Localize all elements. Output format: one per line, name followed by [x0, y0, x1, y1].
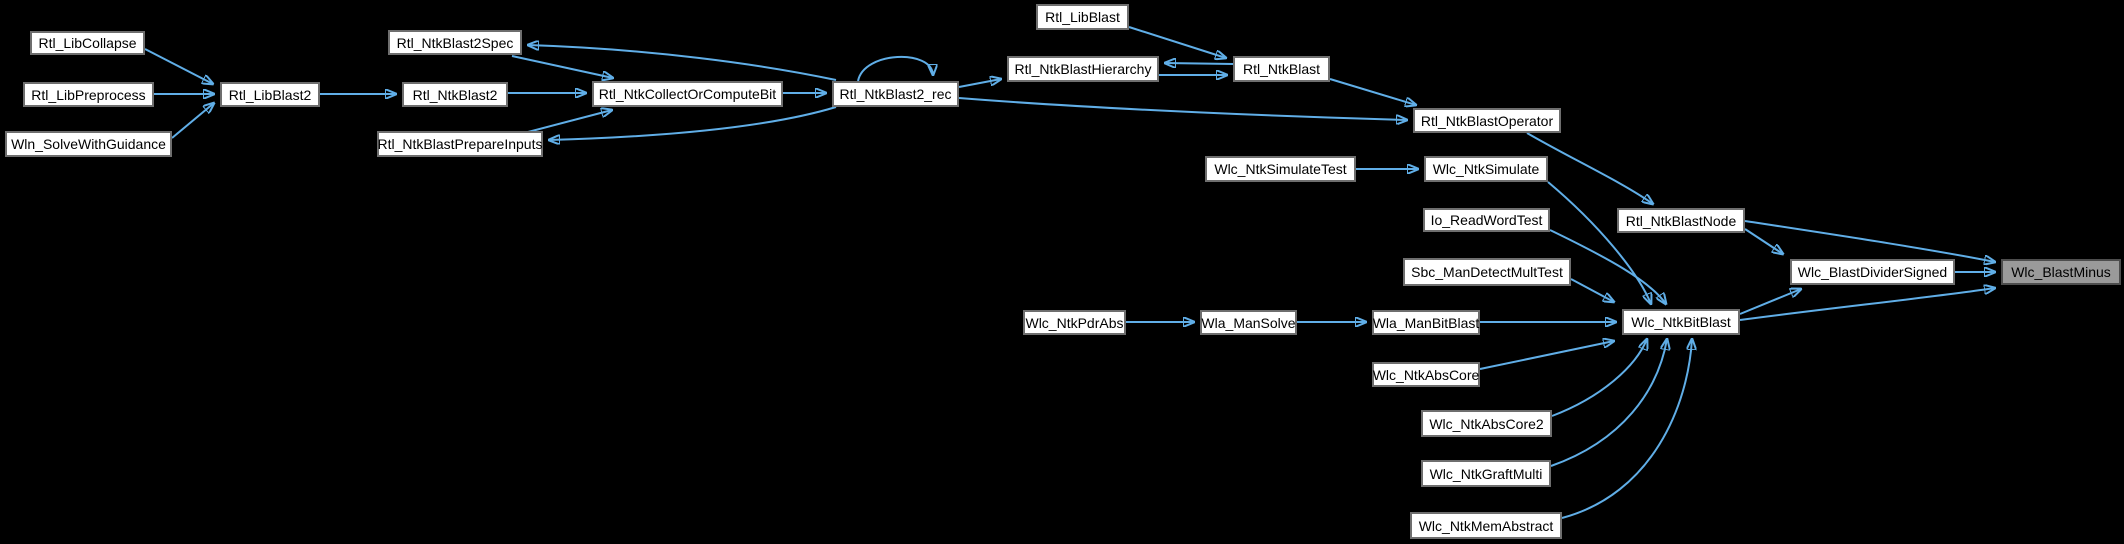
edge-rtl_ntkblastprepareinputs-to-rtl_ntkcollectorcomputebit — [527, 110, 612, 133]
graph-node-wlc_blastminus: Wlc_BlastMinus — [2001, 259, 2121, 285]
edge-sbc_mandetectmulttest-to-wlc_ntkbitblast — [1570, 278, 1614, 302]
edge-wln_solvewithguidance-to-rtl_libblast2 — [171, 103, 214, 139]
graph-node-rtl_ntkblastnode[interactable]: Rtl_NtkBlastNode — [1617, 208, 1745, 233]
edge-rtl_ntkblast-to-rtl_ntkblastoperator — [1329, 78, 1416, 105]
graph-node-wla_manbitblast[interactable]: Wla_ManBitBlast — [1372, 310, 1480, 335]
graph-node-sbc_mandetectmulttest[interactable]: Sbc_ManDetectMultTest — [1403, 258, 1571, 286]
graph-node-rtl_ntkblast2spec[interactable]: Rtl_NtkBlast2Spec — [388, 30, 522, 55]
graph-node-rtl_libcollapse[interactable]: Rtl_LibCollapse — [30, 31, 145, 55]
graph-node-wlc_ntkgraftmulti[interactable]: Wlc_NtkGraftMulti — [1421, 460, 1551, 487]
edge-io_readwordtest-to-wlc_ntkbitblast — [1549, 229, 1666, 304]
edge-rtl_ntkblast2_rec-to-rtl_ntkblast2_rec — [857, 56, 933, 82]
graph-node-wlc_ntksimulate[interactable]: Wlc_NtkSimulate — [1424, 156, 1548, 182]
edge-rtl_libcollapse-to-rtl_libblast2 — [144, 48, 213, 84]
edge-rtl_ntkblastnode-to-wlc_blastminus — [1744, 220, 1995, 262]
graph-node-rtl_ntkblast[interactable]: Rtl_NtkBlast — [1233, 56, 1330, 82]
edge-wlc_ntkabscore-to-wlc_ntkbitblast — [1479, 341, 1614, 370]
edge-rtl_ntkblast2_rec-to-rtl_ntkblastoperator — [958, 97, 1407, 120]
edge-rtl_libblast-to-rtl_ntkblast — [1128, 26, 1226, 58]
graph-node-wlc_ntkpdrabs[interactable]: Wlc_NtkPdrAbs — [1023, 310, 1126, 335]
graph-node-rtl_ntkblasthierarchy[interactable]: Rtl_NtkBlastHierarchy — [1007, 56, 1159, 82]
graph-node-wlc_ntkmemabstract[interactable]: Wlc_NtkMemAbstract — [1410, 512, 1562, 539]
graph-node-rtl_ntkcollectorcomputebit[interactable]: Rtl_NtkCollectOrComputeBit — [592, 81, 783, 107]
edge-rtl_ntkblastoperator-to-rtl_ntkblastnode — [1526, 132, 1653, 204]
edge-rtl_ntkblast-to-rtl_ntkblasthierarchy — [1165, 63, 1234, 64]
graph-node-rtl_ntkblastprepareinputs[interactable]: Rtl_NtkBlastPrepareInputs — [377, 131, 543, 157]
graph-node-wlc_blastdividersigned[interactable]: Wlc_BlastDividerSigned — [1790, 259, 1955, 285]
graph-node-wln_solvewithguidance[interactable]: Wln_SolveWithGuidance — [5, 131, 172, 157]
edge-wlc_ntkgraftmulti-to-wlc_ntkbitblast — [1550, 339, 1667, 467]
edge-wlc_ntkabscore2-to-wlc_ntkbitblast — [1551, 339, 1647, 417]
graph-node-rtl_libpreprocess[interactable]: Rtl_LibPreprocess — [23, 82, 154, 107]
graph-node-wlc_ntksimulatetest[interactable]: Wlc_NtkSimulateTest — [1205, 156, 1356, 182]
graph-node-wlc_ntkabscore2[interactable]: Wlc_NtkAbsCore2 — [1421, 410, 1552, 437]
edge-wlc_ntkbitblast-to-wlc_blastdividersigned — [1739, 289, 1801, 315]
graph-node-rtl_libblast2[interactable]: Rtl_LibBlast2 — [220, 82, 320, 107]
edge-wlc_ntksimulate-to-wlc_ntkbitblast — [1547, 181, 1651, 304]
edge-rtl_ntkblast2_rec-to-rtl_ntkblastprepareinputs — [549, 106, 837, 140]
graph-node-wlc_ntkbitblast[interactable]: Wlc_NtkBitBlast — [1622, 309, 1740, 335]
edge-rtl_ntkblast2spec-to-rtl_ntkcollectorcomputebit — [511, 55, 613, 78]
edge-wlc_ntkbitblast-to-wlc_blastminus — [1739, 288, 1995, 321]
graph-node-rtl_libblast[interactable]: Rtl_LibBlast — [1036, 4, 1129, 30]
graph-node-wla_mansolve[interactable]: Wla_ManSolve — [1200, 310, 1297, 335]
edge-rtl_ntkblast2_rec-to-rtl_ntkblast2spec — [528, 45, 837, 81]
graph-node-wlc_ntkabscore[interactable]: Wlc_NtkAbsCore — [1372, 362, 1480, 387]
graph-node-rtl_ntkblast2_rec[interactable]: Rtl_NtkBlast2_rec — [832, 81, 959, 107]
graph-node-io_readwordtest[interactable]: Io_ReadWordTest — [1423, 208, 1550, 232]
edge-rtl_ntkblastnode-to-wlc_blastdividersigned — [1744, 228, 1783, 254]
graph-node-rtl_ntkblast2[interactable]: Rtl_NtkBlast2 — [402, 82, 508, 107]
edge-rtl_ntkblast2_rec-to-rtl_ntkblasthierarchy — [958, 79, 1001, 88]
graph-node-rtl_ntkblastoperator[interactable]: Rtl_NtkBlastOperator — [1413, 108, 1561, 133]
edge-wlc_ntkmemabstract-to-wlc_ntkbitblast — [1561, 339, 1692, 519]
